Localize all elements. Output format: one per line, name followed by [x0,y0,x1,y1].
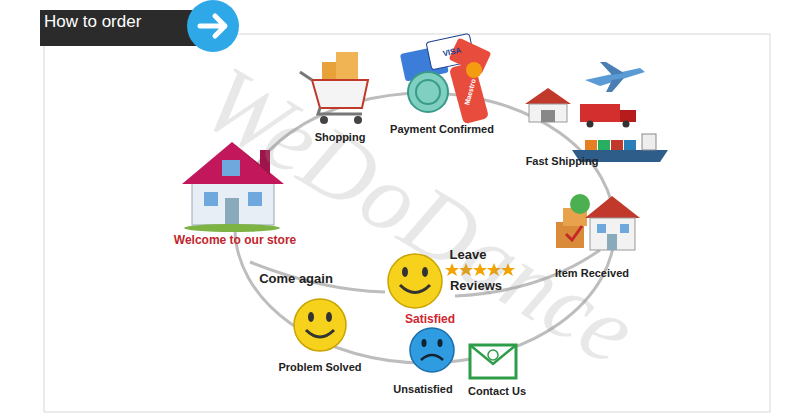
step-label: Contact Us [468,385,526,397]
store-label: Welcome to our store [174,233,296,247]
step-label: Payment Confirmed [390,123,494,135]
step-label: Unsatisfied [393,383,452,395]
step-label: Reviews [450,278,502,293]
step-label: Item Received [555,267,629,279]
step-label: Come again [259,271,333,286]
step-label: Problem Solved [278,361,361,373]
step-label: Shopping [315,131,366,143]
step-label: Fast Shipping [526,155,599,167]
header-title: How to order [44,12,141,32]
step-label: Leave [450,247,487,262]
status-label: Satisfied [405,312,455,326]
